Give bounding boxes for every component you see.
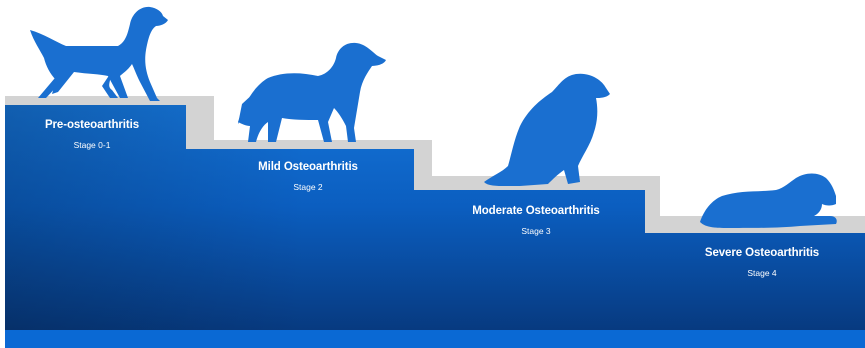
base-band [5,330,865,348]
stage-label-pre-osteoarthritis: Pre-osteoarthritis Stage 0-1 [14,119,170,150]
stage-label-moderate-osteoarthritis: Moderate Osteoarthritis Stage 3 [446,205,626,236]
stage-title: Severe Osteoarthritis [678,247,846,259]
lying-dog-icon [700,174,837,229]
stage-number: Stage 3 [446,226,626,236]
stage-number: Stage 0-1 [14,140,170,150]
stage-label-severe-osteoarthritis: Severe Osteoarthritis Stage 4 [678,247,846,278]
stage-title: Mild Osteoarthritis [222,161,394,173]
stage-title: Pre-osteoarthritis [14,119,170,131]
walking-dog-icon [30,7,168,101]
standing-dog-icon [238,43,386,142]
stage-number: Stage 4 [678,268,846,278]
stage-title: Moderate Osteoarthritis [446,205,626,217]
stage-label-mild-osteoarthritis: Mild Osteoarthritis Stage 2 [222,161,394,192]
sitting-dog-icon [484,74,610,186]
stage-number: Stage 2 [222,182,394,192]
